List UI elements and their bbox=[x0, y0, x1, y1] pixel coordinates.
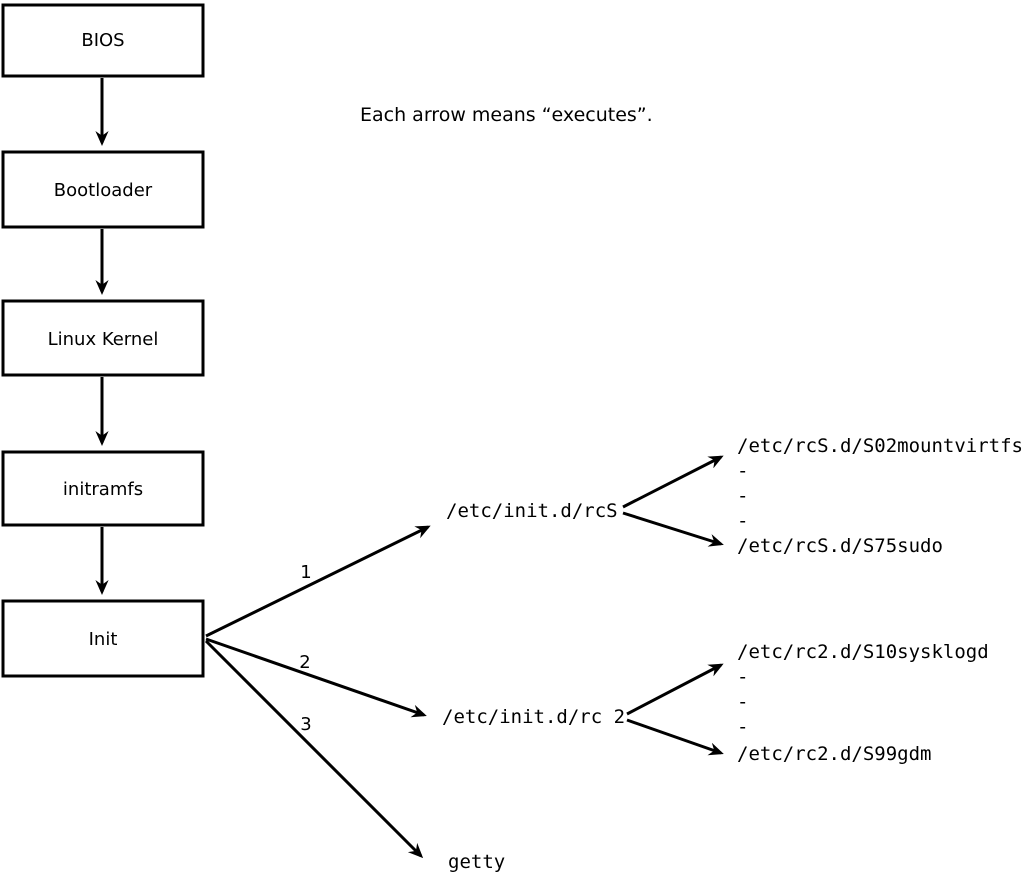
arrow-init-to-rc2 bbox=[205, 637, 427, 718]
rc2-script-line: /etc/rc2.d/S10sysklogd bbox=[737, 641, 989, 663]
arrow-rc2-to-last-script bbox=[626, 718, 724, 756]
note-executes: Each arrow means “executes”. bbox=[360, 104, 653, 126]
box-init bbox=[1, 599, 205, 678]
box-linux-kernel bbox=[1, 299, 205, 377]
label-etc-init-d-rc2: /etc/init.d/rc 2 bbox=[442, 706, 625, 728]
arrow-rc2-to-first-script bbox=[626, 663, 724, 716]
label-etc-init-d-rcs: /etc/init.d/rcS bbox=[446, 500, 618, 522]
rc2-script-line: - bbox=[737, 666, 748, 688]
rc2-script-line: /etc/rc2.d/S99gdm bbox=[737, 743, 931, 765]
branch-number-3: 3 bbox=[300, 714, 311, 735]
branch-number-2: 2 bbox=[299, 652, 310, 673]
rcs-script-line: - bbox=[737, 485, 748, 507]
arrow-rcs-to-last-script bbox=[622, 511, 724, 547]
arrow-init-to-rcs bbox=[205, 525, 431, 638]
arrow-rcs-to-first-script bbox=[622, 455, 724, 509]
box-bios bbox=[1, 3, 205, 78]
box-bios-label: BIOS bbox=[81, 30, 124, 51]
rc2-script-line: - bbox=[737, 716, 748, 738]
box-initramfs bbox=[1, 450, 205, 527]
label-getty: getty bbox=[448, 851, 505, 873]
arrow-init-to-getty bbox=[204, 639, 424, 859]
rcs-script-line: - bbox=[737, 510, 748, 532]
rc2-script-line: - bbox=[737, 691, 748, 713]
box-linux-kernel-label: Linux Kernel bbox=[48, 329, 159, 350]
box-bootloader bbox=[1, 150, 205, 229]
rcs-script-line: - bbox=[737, 460, 748, 482]
branch-number-1: 1 bbox=[300, 562, 311, 583]
box-initramfs-label: initramfs bbox=[63, 479, 143, 500]
box-bootloader-label: Bootloader bbox=[54, 180, 153, 201]
rcs-script-line: /etc/rcS.d/S75sudo bbox=[737, 535, 943, 557]
box-init-label: Init bbox=[89, 629, 118, 650]
rcs-script-line: /etc/rcS.d/S02mountvirtfs bbox=[737, 435, 1023, 457]
